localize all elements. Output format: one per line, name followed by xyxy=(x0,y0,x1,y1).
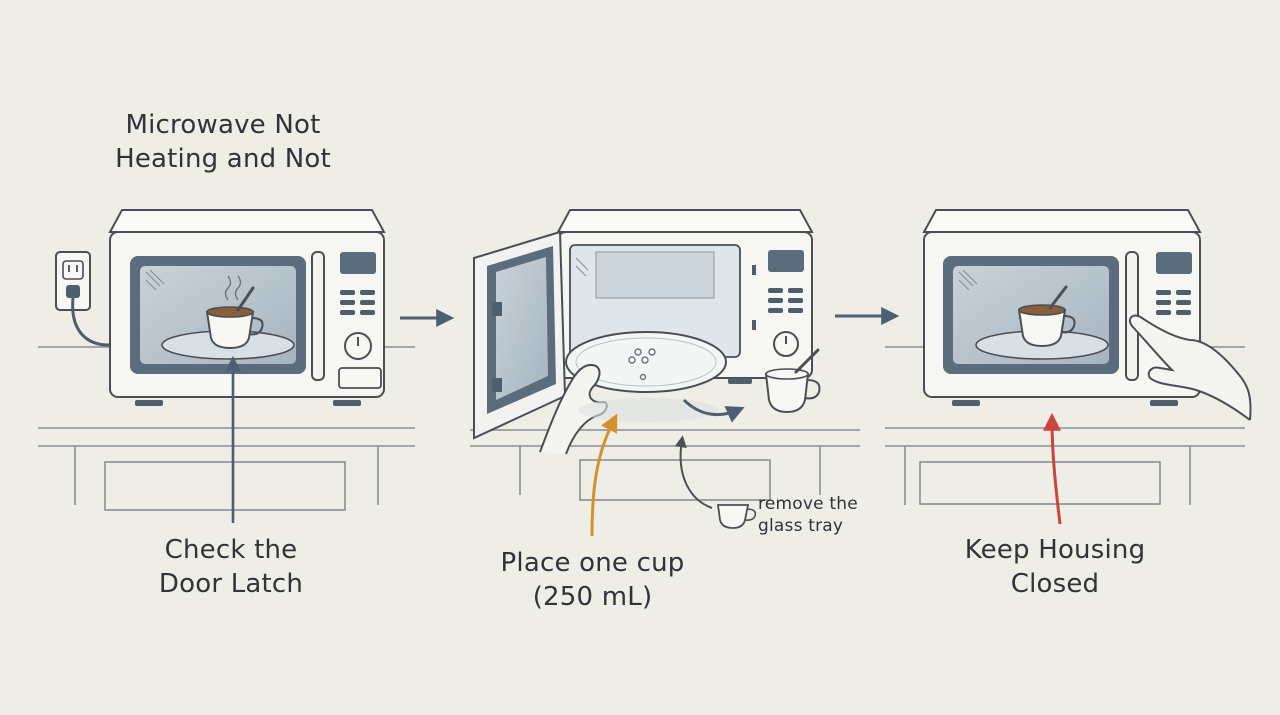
tray-rollers xyxy=(628,348,656,381)
cup-icon-3 xyxy=(1017,285,1076,348)
pointer-arrow-cup xyxy=(590,413,618,537)
microwave-2 xyxy=(556,209,814,384)
side-note-label: remove the glass tray xyxy=(758,493,898,537)
panel-3-closed-microwave xyxy=(885,209,1252,525)
power-cord xyxy=(71,297,112,347)
step-2-line-2: (250 mL) xyxy=(532,582,653,613)
cup-icon-outside xyxy=(764,348,821,414)
step-3-line-2: Closed xyxy=(1010,569,1100,600)
side-note-line-1: remove the xyxy=(758,494,858,514)
note-cup-icon xyxy=(716,504,757,529)
door-handle xyxy=(311,251,325,381)
control-panel-3 xyxy=(1156,252,1192,315)
cup-icon xyxy=(205,286,264,350)
motion-arrow xyxy=(682,398,745,423)
step-3-line-1: Keep Housing xyxy=(964,535,1146,565)
pointer-arrow-tray xyxy=(674,435,713,509)
hand-pushing-door xyxy=(1128,314,1252,421)
step-2-label: Place one cup (250 mL) xyxy=(470,546,715,615)
glass-tray xyxy=(565,331,727,393)
step-1-line-1: Check the xyxy=(164,535,298,565)
control-panel-2 xyxy=(752,250,804,357)
panel-1-closed-microwave xyxy=(38,209,415,523)
title-line-1: Microwave Not xyxy=(125,110,321,140)
microwave-3 xyxy=(922,209,1202,406)
side-note-line-2: glass tray xyxy=(758,516,844,537)
diagram-title: Microwave Not Heating and Not xyxy=(92,108,354,177)
panel-2-open-microwave xyxy=(470,209,860,537)
control-panel xyxy=(338,252,382,389)
step-3-label: Keep Housing Closed xyxy=(940,533,1170,602)
steam-icon xyxy=(224,275,242,301)
microwave-1 xyxy=(108,209,386,406)
title-line-2: Heating and Not xyxy=(115,144,331,175)
counter-2 xyxy=(470,429,860,501)
step-2-line-1: Place one cup xyxy=(500,548,685,578)
pointer-arrow-housing xyxy=(1043,412,1062,525)
open-door xyxy=(473,230,567,440)
step-1-line-2: Door Latch xyxy=(158,569,304,600)
step-1-label: Check the Door Latch xyxy=(116,533,346,602)
wall-outlet-icon xyxy=(55,251,91,311)
